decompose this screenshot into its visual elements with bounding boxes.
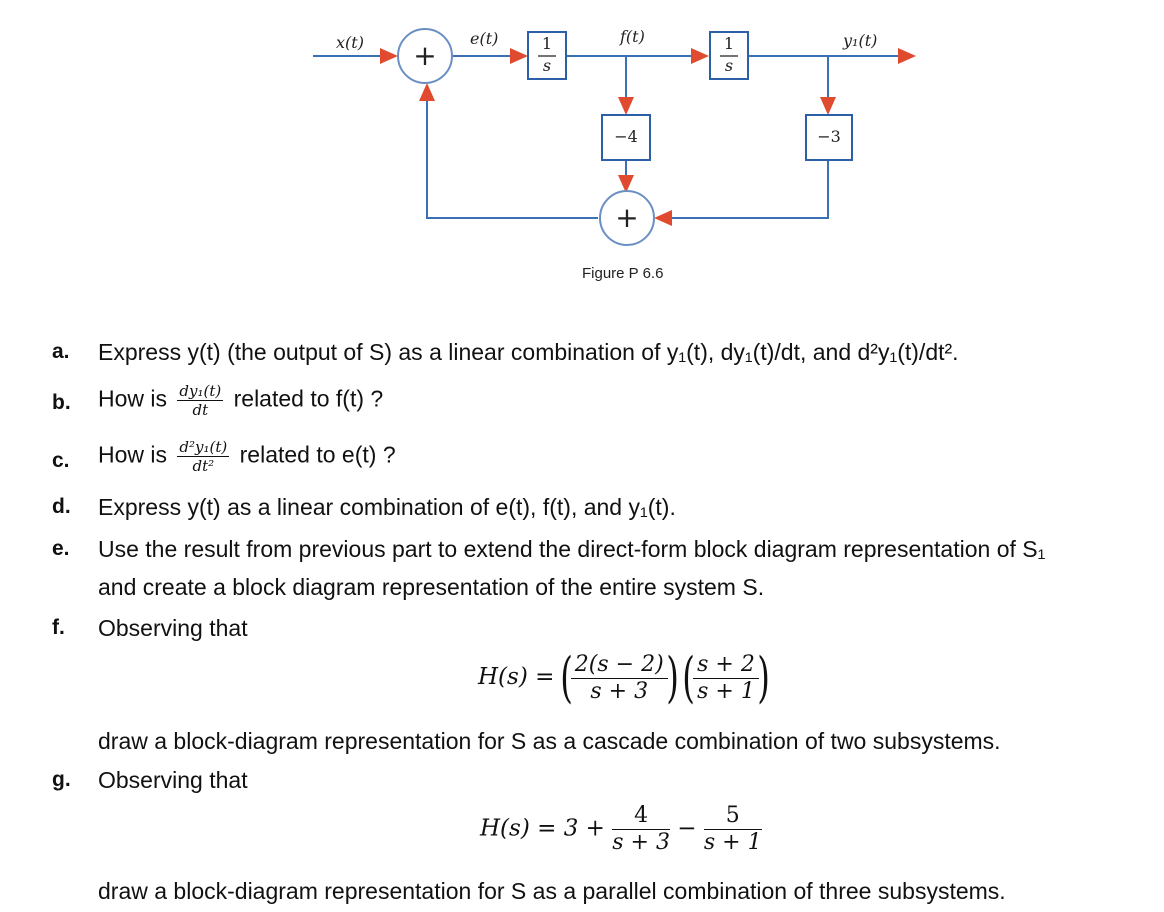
fraction: 2(s − 2) s + 3	[570, 652, 668, 705]
question-letter: b.	[52, 391, 71, 414]
question-pre: How is	[98, 441, 168, 468]
question-letter: c.	[52, 449, 70, 472]
error-label: e(t)	[470, 29, 499, 48]
question-text: Observing that	[98, 767, 248, 793]
sum2-symbol: +	[615, 201, 639, 234]
question-letter: f.	[52, 616, 65, 639]
fraction-num: 4	[612, 803, 670, 830]
feedback-line	[419, 83, 598, 219]
fraction-den: s + 1	[703, 830, 762, 855]
gain2-value: −3	[817, 127, 841, 146]
summing-junction-1	[397, 28, 453, 84]
fraction-den: dt	[192, 401, 209, 419]
question-letter: d.	[52, 495, 71, 518]
fraction: 5 s + 1	[703, 803, 762, 856]
question-pre: How is	[98, 385, 168, 412]
fraction: 4 s + 3	[612, 803, 670, 856]
fraction-den: s + 3	[612, 830, 670, 855]
equation-minus: −	[677, 815, 697, 842]
fraction-num: s + 2	[693, 652, 759, 679]
figure-caption: Figure P 6.6	[582, 265, 664, 282]
fraction-den: dt²	[192, 457, 215, 475]
question-text: Express y(t) as a linear combination of …	[98, 494, 676, 520]
gain-block-2	[805, 114, 853, 161]
gain2-out-line	[654, 160, 829, 226]
gain1-value: −4	[614, 127, 638, 146]
question-f-after: draw a block-diagram representation for …	[98, 728, 1001, 754]
diagram-lines	[313, 28, 916, 246]
question-b: b. How is dy₁(t) dt related to f(t) ?	[0, 382, 1164, 426]
output-label: y₁(t)	[843, 31, 878, 50]
question-letter: g.	[52, 768, 71, 791]
gain-block-1	[601, 114, 651, 161]
equation-parallel: H(s) = 3 + 4 s + 3 − 5 s + 1	[480, 803, 762, 856]
question-post: related to e(t) ?	[239, 441, 396, 468]
f-label: f(t)	[620, 27, 645, 46]
equation-lhs: H(s) = 3 +	[480, 815, 605, 842]
question-text-line1: Use the result from previous part to ext…	[98, 536, 1046, 562]
question-post: related to f(t) ?	[233, 385, 384, 412]
integrator1-num: 1	[541, 34, 553, 53]
fraction-num: 2(s − 2)	[570, 652, 668, 679]
fraction-den: s + 1	[697, 678, 755, 704]
question-c: c. How is d²y₁(t) dt² related to e(t) ?	[0, 438, 1164, 482]
input-label: x(t)	[336, 33, 364, 52]
question-g-after: draw a block-diagram representation for …	[98, 878, 1006, 904]
question-letter: a.	[52, 340, 70, 363]
fraction-num: d²y₁(t)	[177, 438, 230, 457]
fraction-num: 5	[703, 803, 762, 830]
question-letter: e.	[52, 537, 70, 560]
question-text: Observing that	[98, 615, 248, 641]
fraction-den: s + 3	[590, 678, 649, 704]
question-text: Express y(t) (the output of S) as a line…	[98, 339, 959, 365]
integrator2-den: s	[724, 56, 734, 75]
block-diagram: x(t) e(t) f(t) y₁(t) + + 1 s 1 s −4 −3 F…	[0, 0, 1164, 300]
question-text-line2: and create a block diagram representatio…	[98, 574, 765, 600]
summing-junction-2	[599, 190, 655, 246]
fraction: d²y₁(t) dt²	[177, 438, 230, 475]
sum1-symbol: +	[413, 39, 437, 72]
equation-cascade: H(s) = ( 2(s − 2) s + 3 ) ( s + 2 s + 1 …	[478, 646, 770, 709]
integrator1-den: s	[542, 56, 552, 75]
fraction: s + 2 s + 1	[693, 652, 759, 705]
equation-lhs: H(s) =	[478, 664, 555, 690]
fraction-num: dy₁(t)	[177, 382, 224, 401]
integrator2-num: 1	[723, 34, 735, 53]
fraction: dy₁(t) dt	[177, 382, 224, 419]
